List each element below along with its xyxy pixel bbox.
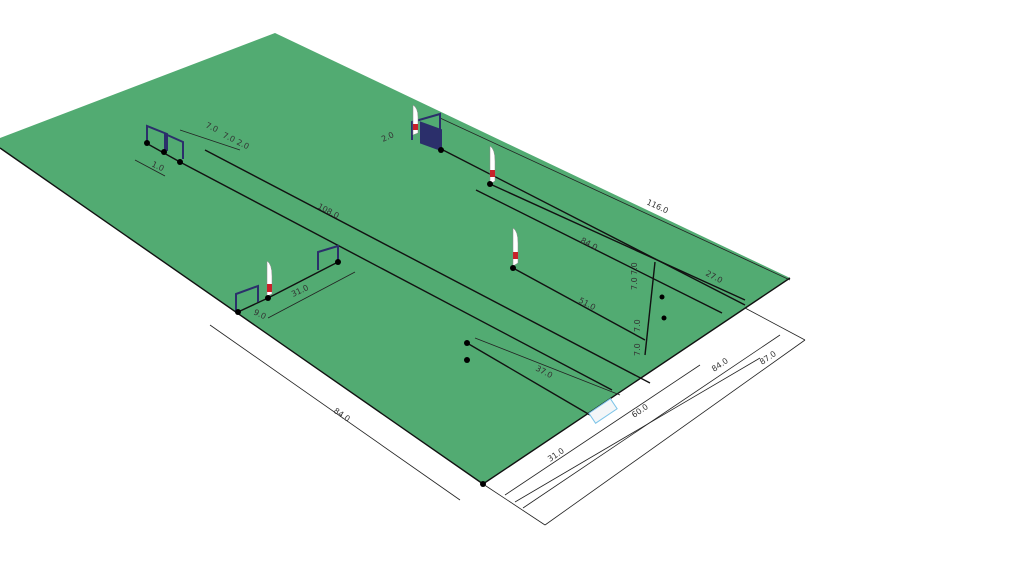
dim-label: 60.0 [630, 402, 650, 419]
gate-icon [146, 112, 441, 312]
dim-label: 87.0 [758, 349, 778, 366]
dim-label: 7.0 [633, 343, 642, 356]
dimension-lines [134, 117, 806, 526]
flag-icon [266, 104, 519, 297]
waypoint-markers [144, 140, 667, 487]
selection-box[interactable] [588, 398, 618, 424]
field-plane [0, 33, 790, 484]
banner-gate [420, 121, 442, 152]
dim-label: 7.0 [633, 319, 642, 332]
dim-label: 84.0 [332, 406, 352, 423]
course-lines [145, 142, 746, 416]
dim-label: 7.0 [630, 277, 639, 290]
gates [144, 104, 667, 487]
dim-label: 7.0 [630, 262, 639, 275]
